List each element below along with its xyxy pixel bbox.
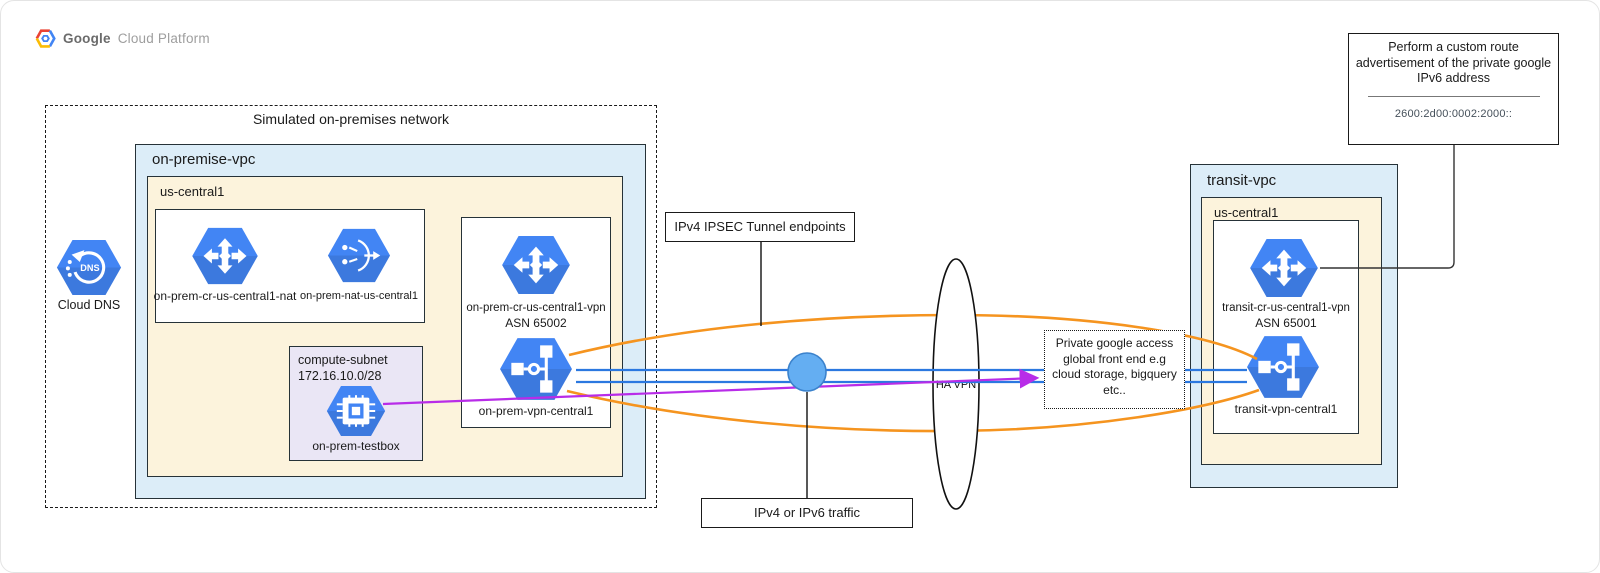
compute-subnet-title: compute-subnet — [298, 353, 388, 367]
onprem-router-vpn-asn: ASN 65002 — [505, 316, 567, 330]
callout-divider — [1367, 95, 1540, 97]
onprem-testbox-label: on-prem-testbox — [312, 439, 400, 453]
private-google-access-box: Private google access global front end e… — [1044, 330, 1185, 409]
cloud-vpn-icon — [1247, 336, 1319, 398]
callout-line: IPv6 address — [1417, 71, 1490, 85]
svg-text:DNS: DNS — [80, 263, 99, 273]
onprem-nat-label: on-prem-nat-us-central1 — [300, 290, 418, 302]
pga-line: Private google access — [1055, 336, 1174, 350]
gcp-logo: Google Cloud Platform — [35, 28, 210, 49]
cloud-router-icon — [502, 235, 570, 295]
callout-ipv6-address: 2600:2d00:0002:2000:: — [1394, 107, 1513, 120]
transit-vpc-label: transit-vpc — [1207, 172, 1277, 189]
onprem-router-vpn-label: on-prem-cr-us-central1-vpn — [466, 302, 606, 314]
transit-vpn-label: transit-vpn-central1 — [1234, 402, 1338, 416]
pga-line: global front end e.g — [1063, 351, 1166, 366]
pga-line: cloud storage, bigquery — [1052, 367, 1177, 381]
gcp-hexagon-logo-icon — [35, 29, 56, 48]
traffic-junction-circle — [787, 352, 827, 392]
traffic-label: IPv4 or IPv6 traffic — [754, 505, 860, 520]
simulated-onprem-label: Simulated on-premises network — [252, 111, 450, 127]
ipsec-endpoints-box: IPv4 IPSEC Tunnel endpoints — [665, 212, 855, 242]
onprem-region-label: us-central1 — [160, 184, 225, 199]
cloud-dns-icon: DNS — [56, 240, 122, 295]
onprem-vpc-label: on-premise-vpc — [152, 151, 256, 168]
traffic-box: IPv4 or IPv6 traffic — [701, 498, 913, 528]
cloud-dns-label: Cloud DNS — [57, 298, 121, 312]
cloud-vpn-icon — [500, 338, 572, 400]
pga-line: etc.. — [1103, 382, 1126, 397]
ha-vpn-ellipse — [932, 258, 980, 510]
simulated-onprem-box — [45, 105, 657, 508]
custom-route-callout-box: Perform a custom route advertisement of … — [1348, 33, 1559, 145]
callout-line: Perform a custom route — [1388, 40, 1519, 54]
onprem-vpn-label: on-prem-vpn-central1 — [478, 404, 594, 418]
transit-region-label: us-central1 — [1214, 205, 1279, 220]
brand-google: Google — [63, 31, 111, 46]
cloud-router-icon — [1250, 238, 1318, 298]
compute-subnet-cidr: 172.16.10.0/28 — [298, 369, 382, 383]
cloud-router-icon — [192, 227, 258, 285]
transit-router-label: transit-cr-us-central1-vpn — [1222, 302, 1350, 314]
compute-engine-icon — [326, 386, 386, 436]
ipsec-endpoints-label: IPv4 IPSEC Tunnel endpoints — [674, 219, 846, 234]
onprem-router-nat-label: on-prem-cr-us-central1-nat — [153, 289, 297, 303]
cloud-nat-icon — [327, 228, 391, 283]
callout-line: advertisement of the private google — [1355, 55, 1552, 70]
transit-router-asn: ASN 65001 — [1255, 316, 1317, 330]
brand-cloud-platform: Cloud Platform — [117, 31, 210, 46]
ha-vpn-label: HA VPN — [936, 379, 976, 391]
